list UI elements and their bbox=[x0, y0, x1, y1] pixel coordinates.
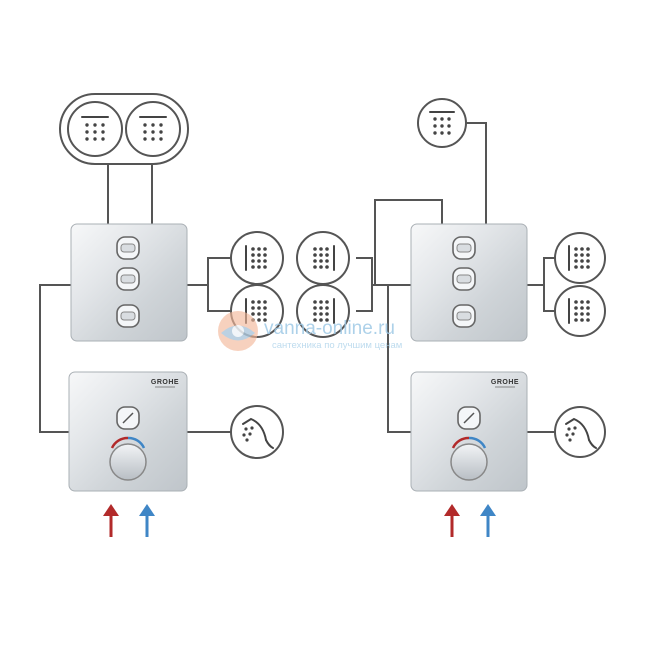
body-jet-icon bbox=[313, 245, 335, 271]
body-jet-right-top bbox=[554, 232, 606, 284]
diverter-button bbox=[116, 236, 140, 260]
overhead-shower-icon bbox=[429, 111, 455, 135]
brand-logo-text: GROHE bbox=[151, 379, 179, 386]
diverter-button bbox=[116, 267, 140, 291]
watermark-logo-icon bbox=[218, 311, 258, 351]
body-jet-icon bbox=[313, 298, 335, 324]
pipes-left bbox=[39, 165, 232, 433]
thermostat-panel-left: GROHE bbox=[68, 371, 188, 492]
brand-logo-text: GROHE bbox=[491, 379, 519, 386]
body-jet-right-bottom bbox=[554, 285, 606, 337]
diverter-button bbox=[452, 267, 476, 291]
cold-water-arrow-icon bbox=[480, 504, 496, 537]
body-jet-middle-bottom bbox=[296, 284, 350, 338]
hot-water-arrow-icon bbox=[444, 504, 460, 537]
hot-water-arrow-icon bbox=[103, 504, 119, 537]
hand-shower-left bbox=[230, 405, 284, 459]
body-jet-left-top bbox=[230, 231, 284, 285]
diverter-button bbox=[116, 406, 140, 430]
hand-shower-icon bbox=[242, 417, 274, 449]
diverter-button bbox=[457, 406, 481, 430]
watermark-site: vanna-online.ru bbox=[264, 318, 395, 339]
overhead-shower-icon bbox=[81, 116, 109, 141]
diverter-button bbox=[452, 236, 476, 260]
double-overhead-shower bbox=[59, 93, 189, 165]
pipes-right bbox=[356, 122, 556, 433]
diverter-button bbox=[116, 304, 140, 328]
diverter-button bbox=[452, 304, 476, 328]
hand-shower-right bbox=[554, 406, 606, 458]
thermostat-panel-right: GROHE bbox=[410, 371, 528, 492]
diverter-panel-left bbox=[70, 223, 188, 342]
temperature-knob bbox=[450, 443, 488, 481]
overhead-shower-icon bbox=[139, 116, 167, 141]
diverter-panel-right bbox=[410, 223, 528, 342]
body-jet-icon bbox=[568, 298, 590, 324]
body-jet-icon bbox=[568, 245, 590, 271]
cold-water-arrow-icon bbox=[139, 504, 155, 537]
temperature-knob bbox=[109, 443, 147, 481]
watermark: vanna-online.ru сантехника по лучшим цен… bbox=[218, 311, 402, 351]
body-jet-middle-top bbox=[296, 231, 350, 285]
hand-shower-icon bbox=[565, 417, 597, 449]
body-jet-icon bbox=[245, 245, 267, 271]
overhead-shower-right bbox=[417, 98, 467, 148]
watermark-tagline: сантехника по лучшим ценам bbox=[272, 340, 402, 351]
